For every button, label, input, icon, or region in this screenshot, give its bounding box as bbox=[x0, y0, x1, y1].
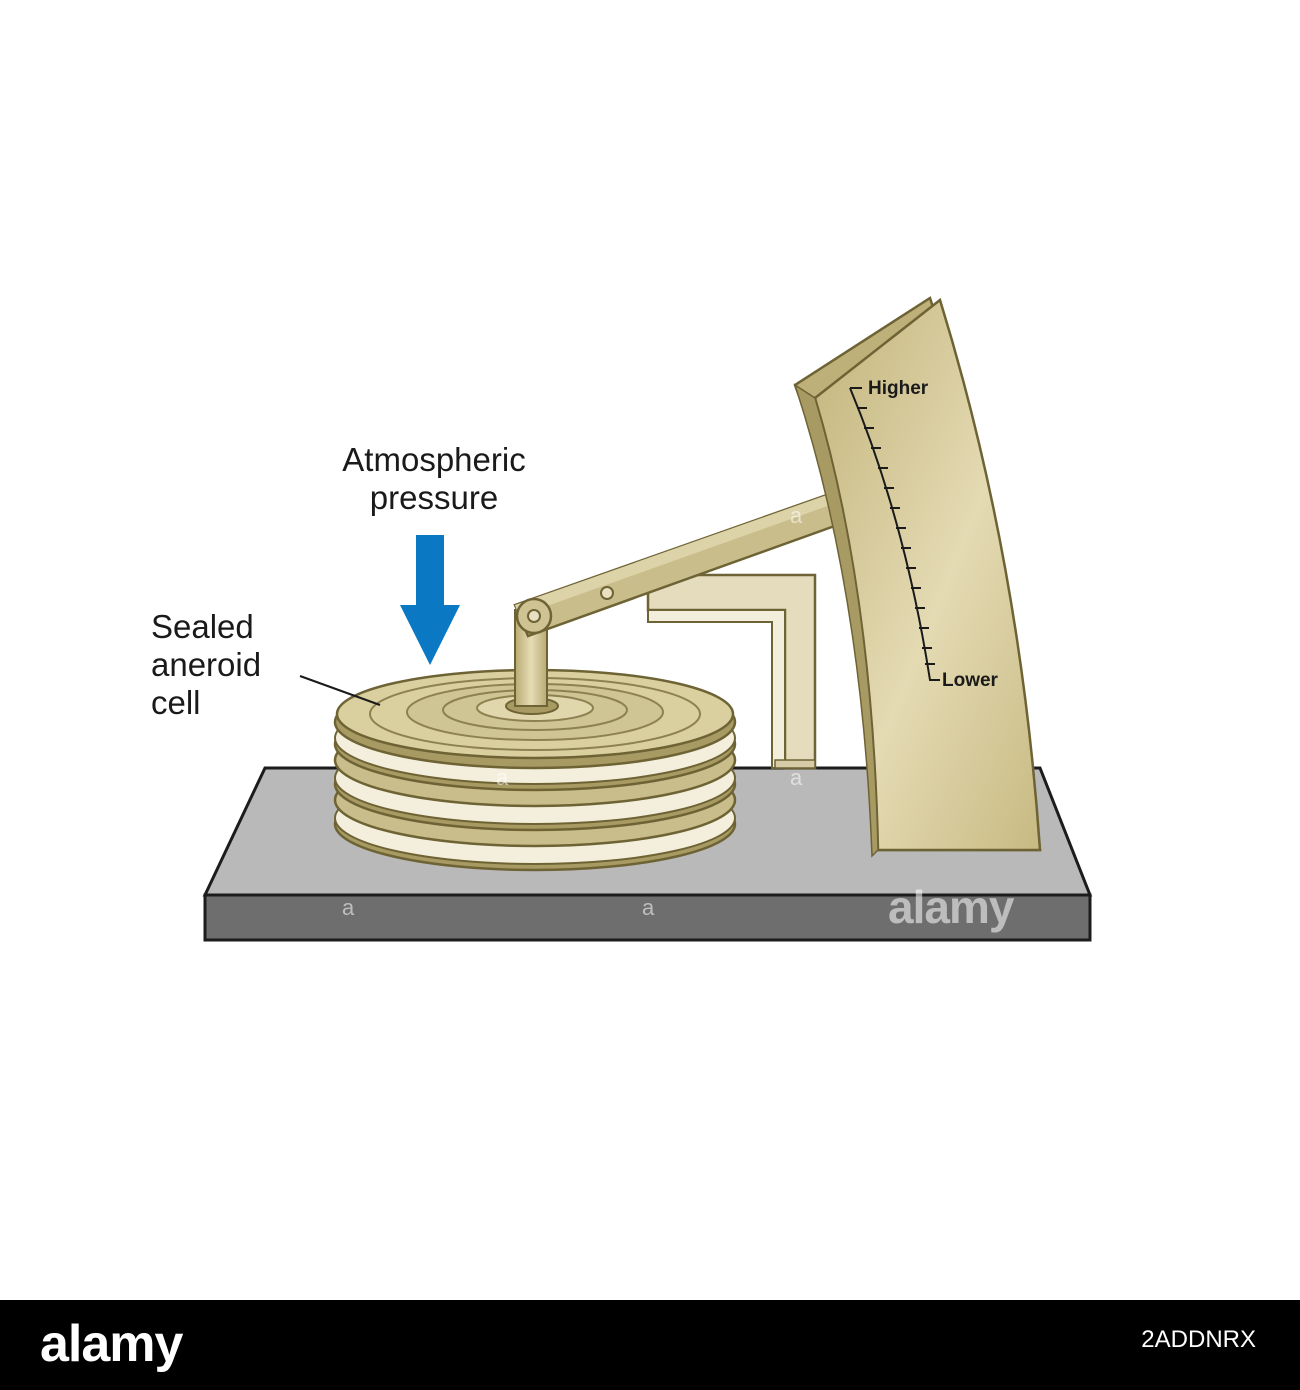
watermark-mark: a bbox=[642, 895, 655, 920]
footer-image-id: 2ADDNRX bbox=[1141, 1326, 1256, 1353]
aneroid-cell bbox=[333, 668, 737, 872]
scale-ticks bbox=[849, 387, 940, 681]
watermark-mark: a bbox=[790, 765, 803, 790]
diagram-stage: Atmospheric pressure Sealed aneroid cell… bbox=[151, 296, 1093, 942]
watermark-mark: a bbox=[496, 765, 509, 790]
watermark-logo: alamy bbox=[888, 881, 1014, 933]
support-bracket bbox=[646, 573, 817, 770]
label-atmospheric-pressure: Atmospheric pressure bbox=[316, 441, 552, 517]
label-sealed-line1: Sealed bbox=[151, 608, 254, 645]
label-atmospheric-line1: Atmospheric bbox=[342, 441, 526, 478]
base-front bbox=[203, 893, 1092, 942]
scale-label-higher: Higher bbox=[868, 378, 929, 399]
footer-brand-logo: alamy bbox=[40, 1315, 183, 1373]
down-arrow-icon bbox=[400, 535, 460, 665]
label-sealed-line3: cell bbox=[151, 684, 201, 721]
pressure-scale bbox=[793, 296, 1042, 858]
scale-label-lower: Lower bbox=[942, 670, 998, 691]
aneroid-barometer-illustration bbox=[202, 296, 1093, 942]
label-atmospheric-line2: pressure bbox=[369, 479, 499, 516]
footer-bar: alamy 2ADDNRX bbox=[0, 1300, 1300, 1390]
label-sealed-aneroid-cell: Sealed aneroid cell bbox=[151, 608, 261, 722]
watermark-mark: a bbox=[790, 503, 803, 528]
watermark-mark: a bbox=[342, 895, 355, 920]
label-sealed-line2: aneroid bbox=[151, 646, 262, 683]
leader-line bbox=[299, 675, 381, 706]
